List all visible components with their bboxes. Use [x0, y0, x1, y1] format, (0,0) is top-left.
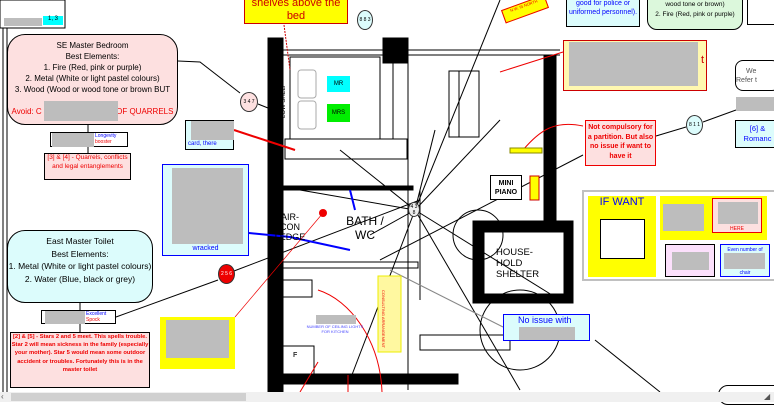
police-note: good for police or uniformed personnel). [566, 0, 640, 27]
spock-box: Excellent Spock [41, 310, 116, 324]
even-number-note: Even number of chair [720, 244, 770, 277]
no-issue-note: No issue with [503, 314, 590, 341]
redacted-block [44, 101, 118, 121]
star-circle-811: 8 1 1 [686, 115, 703, 135]
note-box-small: card, there [185, 120, 234, 150]
east-master-toilet-box: East Master Toilet Best Elements: 1. Met… [7, 230, 153, 303]
note-text: [6] & [749, 124, 766, 133]
scrollbar-thumb[interactable] [11, 393, 246, 401]
note-text: HERE [730, 226, 744, 232]
shelves-note: shelves above the bed [244, 0, 348, 24]
mini-piano-label: MINI PIANO [490, 175, 522, 200]
se-master-bedroom-box: SE Master Bedroom Best Elements: 1. Fire… [7, 34, 178, 125]
hatched-area-label: CONSULTING ARRANGEMENT [381, 290, 386, 348]
here-note: HERE [712, 198, 762, 233]
longevity-label: Longevity [95, 133, 117, 139]
stars-note: [2] & [5] - Stars 2 and 5 meet. This spe… [10, 332, 150, 388]
resize-grip-icon[interactable]: ◢ [764, 392, 771, 401]
star-circle-883: 8 8 3 [357, 10, 373, 30]
low-shelf-label: LOW SHELF [281, 83, 287, 118]
yellow-image-box [160, 317, 235, 369]
green-element-box: wood tone or brown) 2. Fire (Red, pink or… [647, 0, 743, 30]
element-item: wood tone or brown) [665, 1, 725, 8]
element-item: 2. Metal (White or light pastel colours) [25, 74, 160, 83]
aircon-ledge-label: AIR- CON LEDGE [274, 212, 306, 242]
element-item: 2. Water (Blue, black or grey) [24, 273, 136, 284]
note-text: No issue with [518, 315, 572, 325]
ceiling-lights-note: NUMBER OF CEILING LIGHTS FOR KITCHEN [306, 324, 364, 334]
tag-1-3: 1, 3 [43, 16, 63, 25]
note-text: chair [739, 270, 751, 276]
longevity-box: Longevity booster [50, 132, 128, 147]
horizontal-scrollbar[interactable]: ‹ ◢ [0, 392, 774, 402]
note-text: Refer t [736, 77, 758, 84]
note-text: wracked [192, 245, 219, 252]
note-text: Even number of [727, 247, 763, 253]
household-shelter-label: HOUSE- HOLD SHELTER [496, 247, 540, 280]
redacted-block [316, 315, 356, 324]
yellow-note: t [563, 40, 707, 91]
center-circle: 4 3 8 [408, 202, 420, 217]
element-item: 2. Fire (Red, pink or purple) [655, 11, 735, 18]
redacted-block [4, 18, 42, 26]
redacted-block [736, 97, 774, 111]
star-circle-256: 2 5 6 [218, 264, 235, 284]
if-want-panel: IF WANT HERE Even number of chair [582, 190, 774, 281]
redacted-block [191, 121, 234, 140]
label-mrs: MRS [327, 104, 350, 122]
bath-wc-label: BATH / WC [346, 214, 384, 242]
scroll-left-icon[interactable]: ‹ [1, 392, 4, 401]
box-subtitle: Best Elements: [51, 248, 109, 259]
pink-subnote [665, 244, 715, 277]
yellow-subpanel: HERE [660, 196, 767, 240]
box-subtitle: Best Elements: [65, 52, 120, 61]
box-title: SE Master Bedroom [56, 41, 129, 50]
note-text: t [700, 54, 704, 66]
romance-note: [6] &Romanc [735, 120, 774, 148]
edge-box [747, 0, 774, 25]
note-text: We [746, 68, 757, 75]
if-want-box: IF WANT [588, 196, 656, 277]
note-box-blue: wracked [162, 164, 249, 256]
element-item: 3. Wood (Wood or wood tone or brown BUT [14, 85, 171, 94]
quarrels-note: [3] & [4] - Quarrels, conflicts and lega… [44, 153, 131, 180]
element-item: 1. Fire (Red, pink or purple) [43, 63, 142, 72]
note-text: card, there [188, 141, 217, 147]
box-title: East Master Toilet [46, 236, 114, 246]
spock-label: Spock [86, 317, 100, 323]
if-want-title: IF WANT [599, 196, 645, 208]
partition-note: Not compulsory for a partition. But also… [585, 120, 656, 166]
spock-label: Excellent [86, 311, 107, 317]
label-mr: MR [327, 76, 350, 92]
avoid-text: OF QUARRELS [116, 107, 174, 116]
dining-table-icon [600, 219, 645, 259]
element-item: 1. Metal (White or light pastel colours) [8, 261, 152, 271]
longevity-label: booster [95, 139, 112, 145]
note-text: Romanc [743, 134, 772, 143]
avoid-text: Avoid: C [11, 107, 42, 116]
fridge-label: F [293, 352, 298, 359]
star-circle-347: 3 4 7 [240, 92, 258, 112]
